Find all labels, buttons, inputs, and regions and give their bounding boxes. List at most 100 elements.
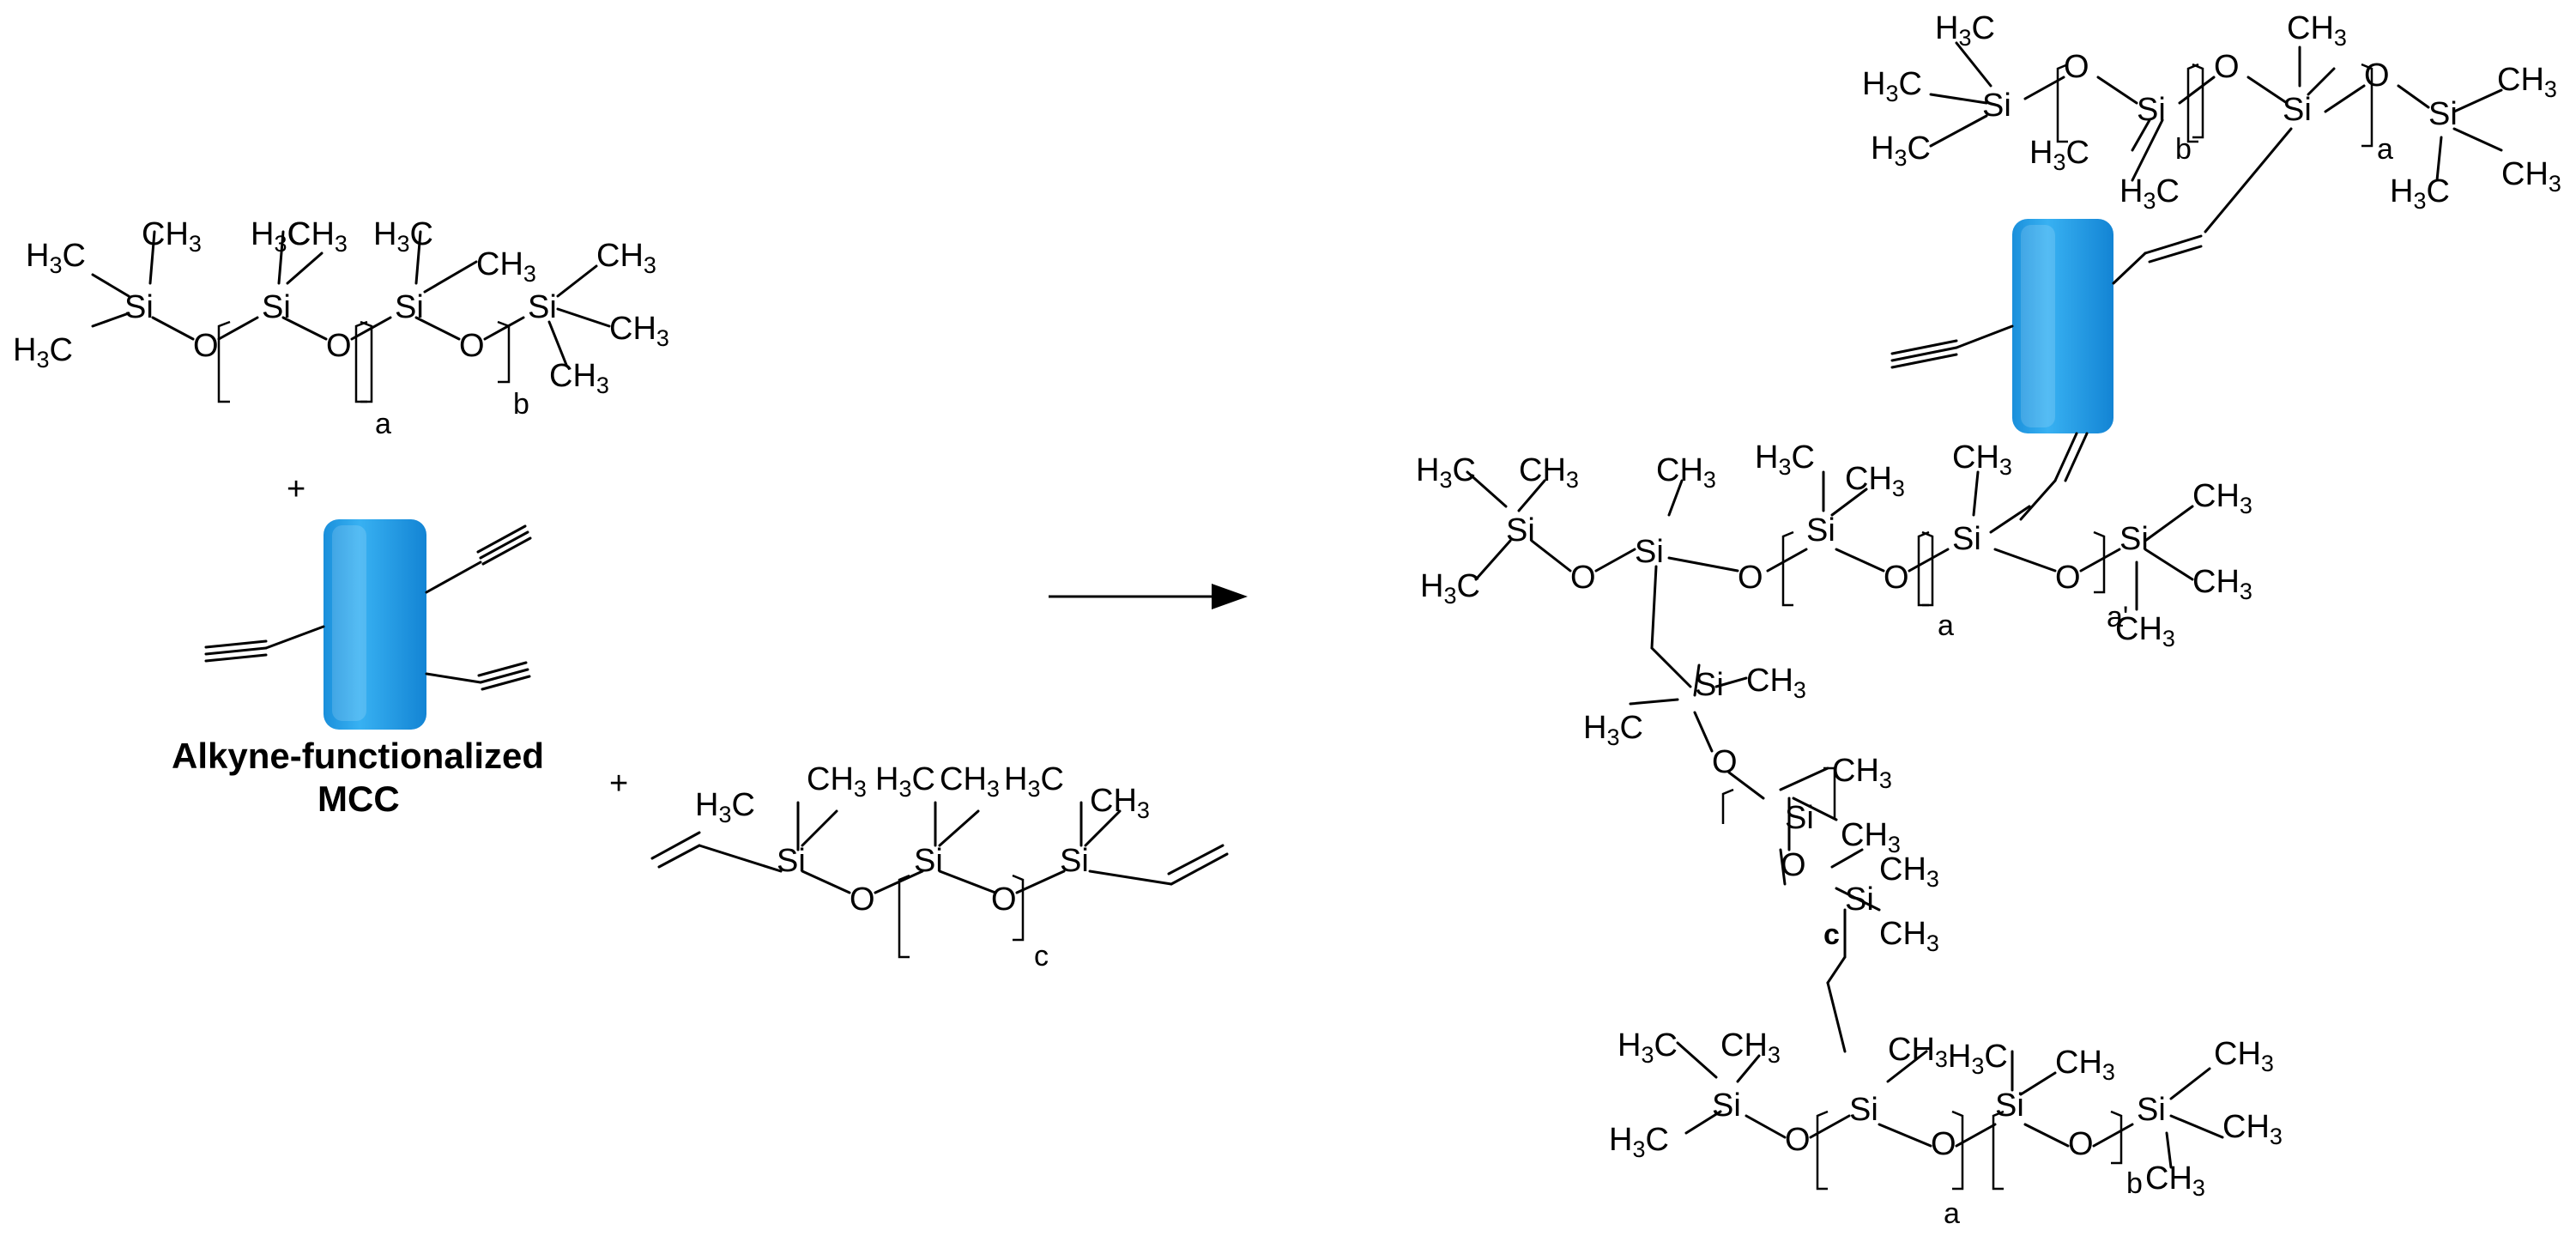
svg-text:CH3: CH3 xyxy=(2192,478,2252,518)
svg-text:Si: Si xyxy=(914,843,943,879)
svg-text:O: O xyxy=(326,328,352,364)
svg-text:Si: Si xyxy=(1695,667,1724,703)
svg-text:H3C: H3C xyxy=(2119,173,2180,214)
svg-text:O: O xyxy=(1738,560,1763,596)
svg-text:Si: Si xyxy=(124,289,154,325)
svg-text:Si: Si xyxy=(1060,843,1089,879)
svg-text:H3C: H3C xyxy=(1583,710,1643,750)
svg-text:c: c xyxy=(1823,918,1840,951)
svg-text:MCC: MCC xyxy=(317,779,400,819)
svg-text:H3C: H3C xyxy=(1004,761,1064,802)
reactant-siloxane-copolymer: H3C CH3 Si H3C O H3C CH3 Si O H3C Si CH3… xyxy=(13,216,669,440)
svg-text:H3C: H3C xyxy=(695,787,755,827)
svg-text:CH3: CH3 xyxy=(1879,851,1939,892)
svg-text:O: O xyxy=(2214,49,2240,85)
svg-text:O: O xyxy=(1884,560,1909,596)
svg-text:Si: Si xyxy=(262,289,291,325)
svg-text:CH3: CH3 xyxy=(2192,564,2252,604)
svg-text:Si: Si xyxy=(2119,521,2149,557)
svg-text:CH3: CH3 xyxy=(1832,753,1892,793)
svg-text:Si: Si xyxy=(395,289,424,325)
svg-text:Si: Si xyxy=(2137,92,2166,128)
svg-text:CH3: CH3 xyxy=(2214,1036,2274,1076)
svg-text:O: O xyxy=(2064,49,2089,85)
svg-text:O: O xyxy=(1570,560,1596,596)
svg-text:H3C: H3C xyxy=(1862,66,1922,106)
svg-text:CH3: CH3 xyxy=(596,238,656,278)
mcc-block-icon xyxy=(2012,219,2113,433)
svg-text:CH3: CH3 xyxy=(1845,461,1905,501)
svg-text:CH3: CH3 xyxy=(476,246,536,287)
svg-text:H3C: H3C xyxy=(1618,1027,1678,1068)
svg-text:CH3: CH3 xyxy=(2222,1109,2283,1149)
svg-text:CH3: CH3 xyxy=(1952,439,2012,480)
svg-text:CH3: CH3 xyxy=(287,216,348,257)
plus-sign-1: + xyxy=(287,471,305,507)
svg-text:H3C: H3C xyxy=(26,238,86,278)
svg-text:CH3: CH3 xyxy=(807,761,867,802)
svg-text:CH3: CH3 xyxy=(2055,1045,2115,1085)
reactant-vinyl-siloxane: H3C CH3 Si O H3C CH3 Si O H3C CH3 Si c xyxy=(650,761,1229,972)
svg-text:b: b xyxy=(2175,133,2192,166)
plus-sign-2: + xyxy=(609,766,628,802)
svg-text:Si: Si xyxy=(2137,1092,2166,1128)
svg-text:a': a' xyxy=(2107,601,2128,633)
svg-text:O: O xyxy=(193,328,219,364)
mcc-block-icon xyxy=(324,519,426,730)
svg-text:c: c xyxy=(1034,940,1049,972)
svg-text:Si: Si xyxy=(528,289,557,325)
svg-text:CH3: CH3 xyxy=(1519,452,1579,493)
svg-text:CH3: CH3 xyxy=(549,358,609,398)
svg-text:H3C: H3C xyxy=(1416,452,1476,493)
svg-text:CH3: CH3 xyxy=(2497,62,2557,102)
product-crosslinked-network: H3C H3C Si H3C O Si H3C H3C b O CH3 Si a… xyxy=(1416,10,2561,1230)
svg-text:CH3: CH3 xyxy=(2115,611,2175,651)
svg-text:H3C: H3C xyxy=(251,216,311,257)
svg-text:O: O xyxy=(1781,847,1806,883)
svg-text:Si: Si xyxy=(2428,96,2458,132)
svg-text:H3C: H3C xyxy=(875,761,935,802)
svg-text:O: O xyxy=(850,882,875,918)
svg-text:Si: Si xyxy=(1506,512,1535,548)
svg-text:O: O xyxy=(2068,1126,2094,1162)
svg-text:a: a xyxy=(2377,133,2393,166)
svg-text:Si: Si xyxy=(1995,1088,2024,1124)
svg-text:H3C: H3C xyxy=(2390,173,2450,214)
svg-text:CH3: CH3 xyxy=(609,311,669,351)
svg-text:Si: Si xyxy=(777,843,806,879)
svg-text:O: O xyxy=(2055,560,2081,596)
svg-text:a: a xyxy=(1944,1197,1960,1230)
svg-text:O: O xyxy=(991,882,1017,918)
svg-text:H3C: H3C xyxy=(1935,10,1995,51)
svg-text:Si: Si xyxy=(2283,92,2312,128)
svg-text:b: b xyxy=(513,388,529,421)
svg-text:CH3: CH3 xyxy=(2501,156,2561,197)
svg-text:H3C: H3C xyxy=(13,332,73,373)
svg-text:Si: Si xyxy=(1712,1088,1741,1124)
svg-text:a: a xyxy=(375,408,391,440)
svg-text:CH3H3C: CH3H3C xyxy=(1888,1032,2008,1079)
svg-text:CH3: CH3 xyxy=(940,761,1000,802)
svg-text:a: a xyxy=(1938,609,1954,642)
svg-text:H3C: H3C xyxy=(373,216,433,257)
svg-text:Si: Si xyxy=(1952,521,1981,557)
svg-text:CH3: CH3 xyxy=(142,216,202,257)
svg-text:Si: Si xyxy=(1785,800,1814,836)
svg-text:Si: Si xyxy=(1849,1092,1878,1128)
svg-text:CH3: CH3 xyxy=(1746,663,1806,703)
svg-text:b: b xyxy=(2126,1167,2143,1200)
svg-text:CH3: CH3 xyxy=(1656,452,1716,493)
svg-text:CH3: CH3 xyxy=(2145,1160,2205,1201)
svg-text:CH3: CH3 xyxy=(1090,783,1150,823)
svg-text:H3C: H3C xyxy=(1755,439,1815,480)
svg-text:Si: Si xyxy=(1845,882,1874,918)
svg-text:H3C: H3C xyxy=(1420,568,1480,609)
svg-text:CH3: CH3 xyxy=(1879,916,1939,956)
svg-text:O: O xyxy=(2364,58,2390,94)
svg-text:O: O xyxy=(1712,744,1738,780)
svg-text:CH3: CH3 xyxy=(2287,10,2347,51)
reactant-alkyne-mcc: Alkyne-functionalized MCC xyxy=(172,519,544,819)
svg-text:H3C: H3C xyxy=(2029,135,2089,175)
svg-text:O: O xyxy=(1931,1126,1956,1162)
